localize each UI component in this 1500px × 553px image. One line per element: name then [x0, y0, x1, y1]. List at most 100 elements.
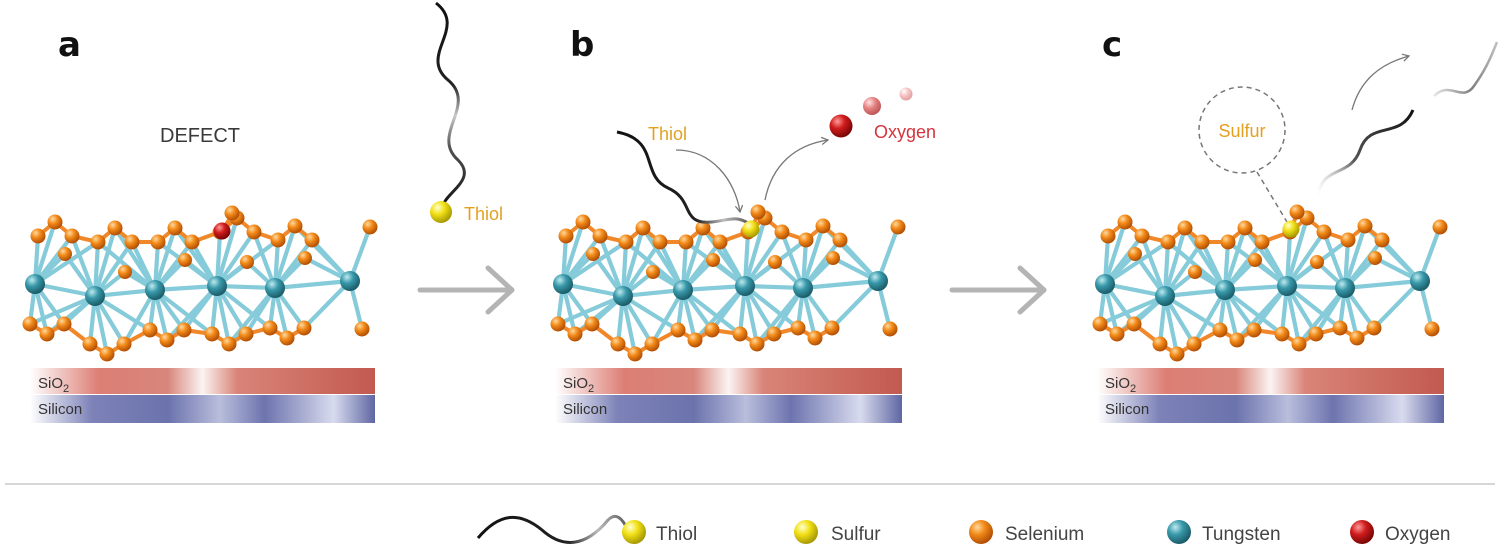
sio2-layer — [555, 368, 902, 394]
lattice-panel-c — [1092, 210, 1448, 362]
selenium-atom — [118, 265, 132, 279]
selenium-atom — [1316, 224, 1332, 240]
sulfur-atom-icon — [1282, 220, 1300, 238]
tungsten-atom — [1095, 274, 1115, 294]
selenium-atom — [558, 228, 574, 244]
atom-layer — [1092, 210, 1448, 362]
thiol-label-b: Thiol — [648, 124, 687, 144]
selenium-atom — [627, 346, 643, 362]
legend-item-tungsten: Tungsten — [1167, 520, 1281, 545]
selenium-atom — [592, 228, 608, 244]
selenium-atom — [1374, 232, 1390, 248]
sio2-label: SiO2 — [38, 375, 69, 395]
tungsten-atom — [340, 271, 360, 291]
selenium-atom — [1186, 336, 1202, 352]
selenium-atom — [695, 220, 711, 236]
oxygen-leave-arrow — [764, 136, 830, 201]
selenium-atom — [687, 332, 703, 348]
selenium-atom — [1100, 228, 1116, 244]
selenium-atom — [1134, 228, 1150, 244]
selenium-atom — [1340, 232, 1356, 248]
legend-label-thiol: Thiol — [656, 524, 697, 545]
selenium-atom — [1194, 234, 1210, 250]
selenium-atom — [1349, 330, 1365, 346]
selenium-atom — [90, 234, 106, 250]
sio2-layer — [30, 368, 375, 394]
selenium-atom — [1128, 247, 1142, 261]
selenium-atom — [354, 321, 370, 337]
selenium-atom — [1289, 204, 1305, 220]
selenium-atom — [1229, 332, 1245, 348]
selenium-atom — [150, 234, 166, 250]
selenium-atom — [176, 322, 192, 338]
sulfur-highlight-circle — [1198, 86, 1286, 174]
selenium-atom — [304, 232, 320, 248]
oxygen-atom-icon — [1350, 520, 1374, 544]
selenium-atom — [635, 220, 651, 236]
selenium-atom — [706, 253, 720, 267]
selenium-atom — [262, 320, 278, 336]
selenium-atom — [39, 326, 55, 342]
sio2-label: SiO2 — [1105, 375, 1136, 395]
selenium-atom — [567, 326, 583, 342]
legend-label-selenium: Selenium — [1005, 524, 1084, 545]
selenium-atom — [159, 332, 175, 348]
selenium-atom — [1152, 336, 1168, 352]
selenium-atom — [1109, 326, 1125, 342]
tungsten-atom — [145, 280, 165, 300]
selenium-atom — [610, 336, 626, 352]
selenium-atom — [790, 320, 806, 336]
selenium-atom — [766, 326, 782, 342]
selenium-atom — [1188, 265, 1202, 279]
selenium-atom — [362, 219, 378, 235]
selenium-atom — [184, 234, 200, 250]
selenium-atom — [670, 322, 686, 338]
substrate-panel-a: SiO2 Silicon — [30, 368, 375, 423]
legend-label-tungsten: Tungsten — [1202, 524, 1281, 545]
selenium-atom — [1092, 316, 1108, 332]
selenium-atom — [882, 321, 898, 337]
lattice-panel-a — [22, 210, 378, 362]
selenium-atom — [56, 316, 72, 332]
selenium-atom — [1332, 320, 1348, 336]
tungsten-atom — [553, 274, 573, 294]
selenium-atom — [1357, 218, 1373, 234]
selenium-atom — [279, 330, 295, 346]
bound-sulfur-b — [742, 204, 766, 238]
tungsten-atom — [793, 278, 813, 298]
selenium-atom — [618, 234, 634, 250]
tungsten-atom — [1335, 278, 1355, 298]
thiol-approach-arrow — [675, 149, 744, 214]
selenium-atom — [807, 330, 823, 346]
selenium-atom — [575, 214, 591, 230]
selenium-atom — [298, 251, 312, 265]
legend-item-sulfur: Sulfur — [794, 520, 881, 545]
selenium-atom — [204, 326, 220, 342]
tungsten-atom — [673, 280, 693, 300]
selenium-atom — [82, 336, 98, 352]
silicon-layer — [555, 395, 902, 423]
selenium-atom — [142, 322, 158, 338]
selenium-atom — [832, 232, 848, 248]
substrate-panel-c: SiO2 Silicon — [1097, 368, 1444, 423]
selenium-atom — [1169, 346, 1185, 362]
selenium-atom — [107, 220, 123, 236]
selenium-atom — [550, 316, 566, 332]
selenium-atom — [116, 336, 132, 352]
step-arrow-b-to-c — [949, 265, 1047, 315]
selenium-atom — [178, 253, 192, 267]
selenium-atom — [47, 214, 63, 230]
tungsten-atom — [1277, 276, 1297, 296]
thiol-leave-arrow — [1351, 53, 1411, 111]
silicon-label: Silicon — [1105, 401, 1149, 418]
silicon-layer — [1097, 395, 1444, 423]
defect-oxygen-group — [213, 205, 240, 240]
selenium-atom — [704, 322, 720, 338]
selenium-atom — [30, 228, 46, 244]
tungsten-atom — [735, 276, 755, 296]
tungsten-atom — [1215, 280, 1235, 300]
lattice-panel-b — [550, 210, 906, 362]
selenium-atom — [1248, 253, 1262, 267]
selenium-atom — [287, 218, 303, 234]
